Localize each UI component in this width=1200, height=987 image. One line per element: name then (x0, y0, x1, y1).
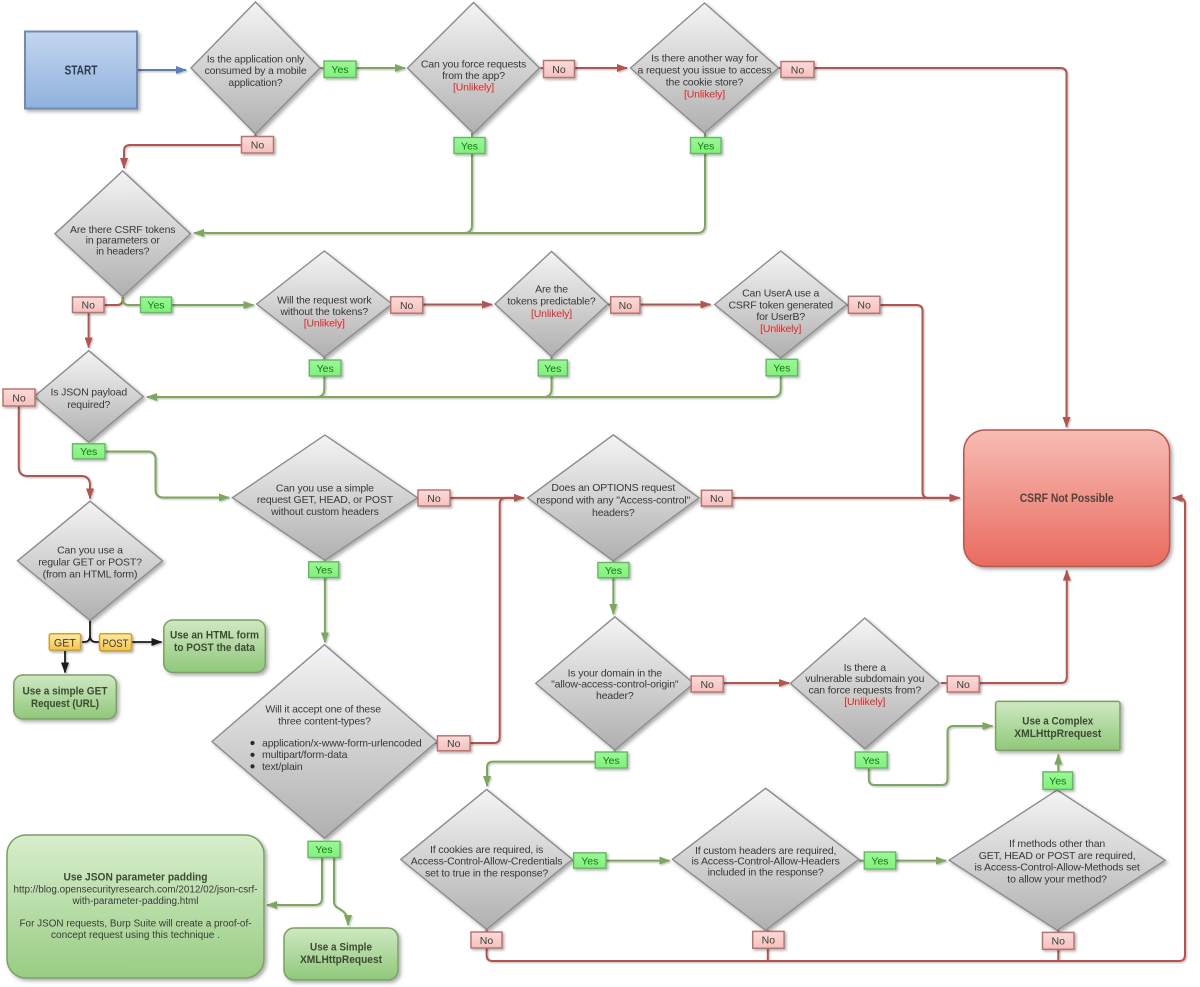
svg-text:Yes: Yes (315, 564, 332, 576)
svg-text:If custom headers are required: If custom headers are required,is Access… (691, 845, 839, 879)
svg-text:Yes: Yes (315, 844, 332, 856)
svg-text:No: No (82, 300, 96, 312)
svg-text:Yes: Yes (80, 446, 97, 458)
svg-text:No: No (956, 679, 970, 691)
svg-text:No: No (619, 300, 633, 312)
svg-text:Yes: Yes (1049, 775, 1066, 787)
svg-text:No: No (251, 140, 265, 152)
svg-text:No: No (857, 300, 871, 312)
svg-text:Yes: Yes (317, 363, 334, 375)
svg-text:Yes: Yes (871, 855, 888, 867)
svg-text:Yes: Yes (863, 755, 880, 767)
svg-text:Use JSON parameter padding: Use JSON parameter padding (64, 872, 208, 884)
svg-text:Yes: Yes (581, 855, 598, 867)
svg-text:Yes: Yes (331, 64, 348, 76)
svg-text:Will it accept one of these th: Will it accept one of these three conten… (265, 704, 383, 728)
svg-text:CSRF Not Possible: CSRF Not Possible (1020, 491, 1114, 505)
svg-text:Yes: Yes (147, 300, 164, 312)
svg-text:START: START (65, 63, 98, 78)
svg-text:Is your domain in the"allow-ac: Is your domain in the"allow-access-contr… (551, 667, 679, 701)
svg-text:Yes: Yes (773, 362, 790, 374)
svg-text:No: No (447, 738, 461, 750)
svg-text:No: No (480, 935, 494, 947)
svg-text:Yes: Yes (603, 755, 620, 767)
svg-text:Yes: Yes (605, 565, 622, 577)
svg-text:http://blog.opensecurityresear: http://blog.opensecurityresearch.com/201… (14, 884, 258, 941)
svg-text:Yes: Yes (544, 363, 561, 375)
svg-text:application/x-www-form-urlenco: application/x-www-form-urlencoded multip… (262, 737, 424, 772)
svg-text:No: No (710, 493, 724, 505)
svg-text:No: No (552, 64, 566, 76)
svg-text:No: No (700, 679, 714, 691)
svg-text:No: No (427, 493, 441, 505)
svg-text:Yes: Yes (697, 140, 714, 152)
svg-text:No: No (12, 392, 26, 404)
svg-text:No: No (762, 935, 776, 947)
svg-text:Yes: Yes (461, 140, 478, 152)
svg-text:No: No (400, 300, 414, 312)
svg-text:GET: GET (54, 638, 76, 650)
svg-text:POST: POST (103, 638, 129, 650)
svg-text:No: No (791, 64, 805, 76)
svg-text:No: No (1052, 936, 1066, 948)
